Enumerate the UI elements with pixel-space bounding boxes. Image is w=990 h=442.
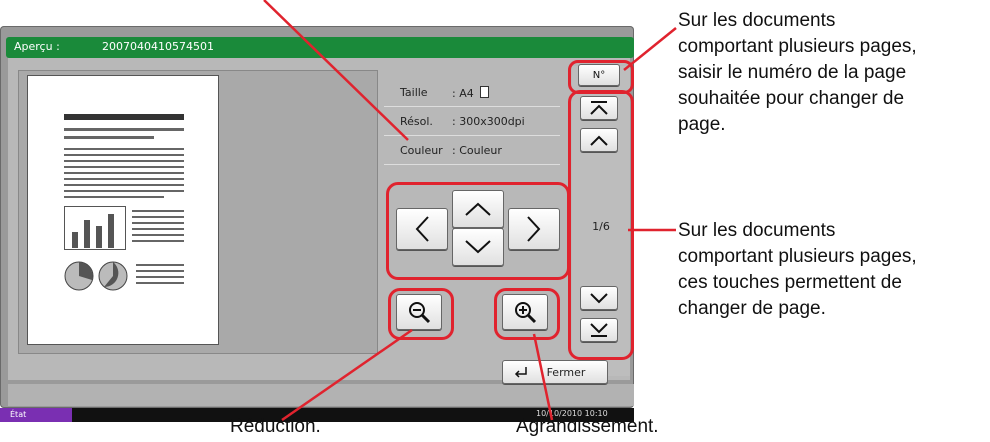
status-datetime: 10/10/2010 10:10 xyxy=(536,409,608,418)
zoom-in-highlight xyxy=(494,288,560,340)
info-color-row: Couleur : Couleur xyxy=(384,136,560,165)
scroll-left-button[interactable] xyxy=(396,208,448,250)
first-page-button[interactable] xyxy=(580,96,618,120)
callout-page-buttons: Sur les documents comportant plusieurs p… xyxy=(678,220,917,319)
return-arrow-icon xyxy=(514,367,527,378)
status-button[interactable]: État xyxy=(0,408,72,422)
zoom-out-icon xyxy=(409,302,431,324)
thumbnail-bar-chart-icon xyxy=(64,206,126,250)
page-indicator: 1/6 xyxy=(592,220,610,233)
first-page-icon xyxy=(590,101,608,115)
zoom-out-button[interactable] xyxy=(396,294,442,330)
scroll-right-button[interactable] xyxy=(508,208,560,250)
chevron-left-icon xyxy=(415,216,429,242)
chevron-up-icon xyxy=(590,135,608,146)
chevron-right-icon xyxy=(527,216,541,242)
zoom-out-highlight xyxy=(388,288,454,340)
previous-page-button[interactable] xyxy=(580,128,618,152)
scroll-down-button[interactable] xyxy=(452,228,504,266)
close-button[interactable]: Fermer xyxy=(502,360,608,384)
thumbnail-pie-charts-icon xyxy=(64,261,128,291)
info-resolution-row: Résol. : 300x300dpi xyxy=(384,107,560,136)
chevron-up-icon xyxy=(465,202,491,216)
close-label: Fermer xyxy=(546,365,586,379)
title-label: Aperçu : xyxy=(14,40,60,53)
preview-title-bar: Aperçu : 2007040410574501 xyxy=(6,37,634,58)
portrait-document-icon xyxy=(479,86,489,98)
chevron-down-icon xyxy=(465,240,491,254)
last-page-icon xyxy=(590,323,608,337)
chevron-down-icon xyxy=(590,293,608,304)
document-page-preview xyxy=(28,76,218,344)
zoom-in-icon xyxy=(515,302,537,324)
info-key: Couleur xyxy=(400,144,443,157)
last-page-button[interactable] xyxy=(580,318,618,342)
page-buttons-highlight xyxy=(568,90,634,360)
callout-page-number: Sur les documents comportant plusieurs p… xyxy=(678,10,917,135)
info-size-row: Taille : A4 xyxy=(384,78,560,107)
title-document-id: 2007040410574501 xyxy=(102,40,214,53)
status-label: État xyxy=(10,410,27,419)
info-key: Taille xyxy=(400,86,428,99)
zoom-in-button[interactable] xyxy=(502,294,548,330)
info-value: : A4 xyxy=(452,87,474,100)
info-value: : 300x300dpi xyxy=(452,115,525,128)
next-page-button[interactable] xyxy=(580,286,618,310)
bottom-bar xyxy=(8,384,634,406)
page-number-button[interactable]: N° xyxy=(578,64,620,86)
page-number-label: N° xyxy=(592,69,606,81)
info-value: : Couleur xyxy=(452,144,502,157)
info-key: Résol. xyxy=(400,115,433,128)
scroll-up-button[interactable] xyxy=(452,190,504,228)
caption-reduction: Réduction. xyxy=(230,416,321,437)
document-info: Taille : A4 Résol. : 300x300dpi Couleur … xyxy=(384,78,560,165)
caption-enlargement: Agrandissement. xyxy=(516,416,659,437)
